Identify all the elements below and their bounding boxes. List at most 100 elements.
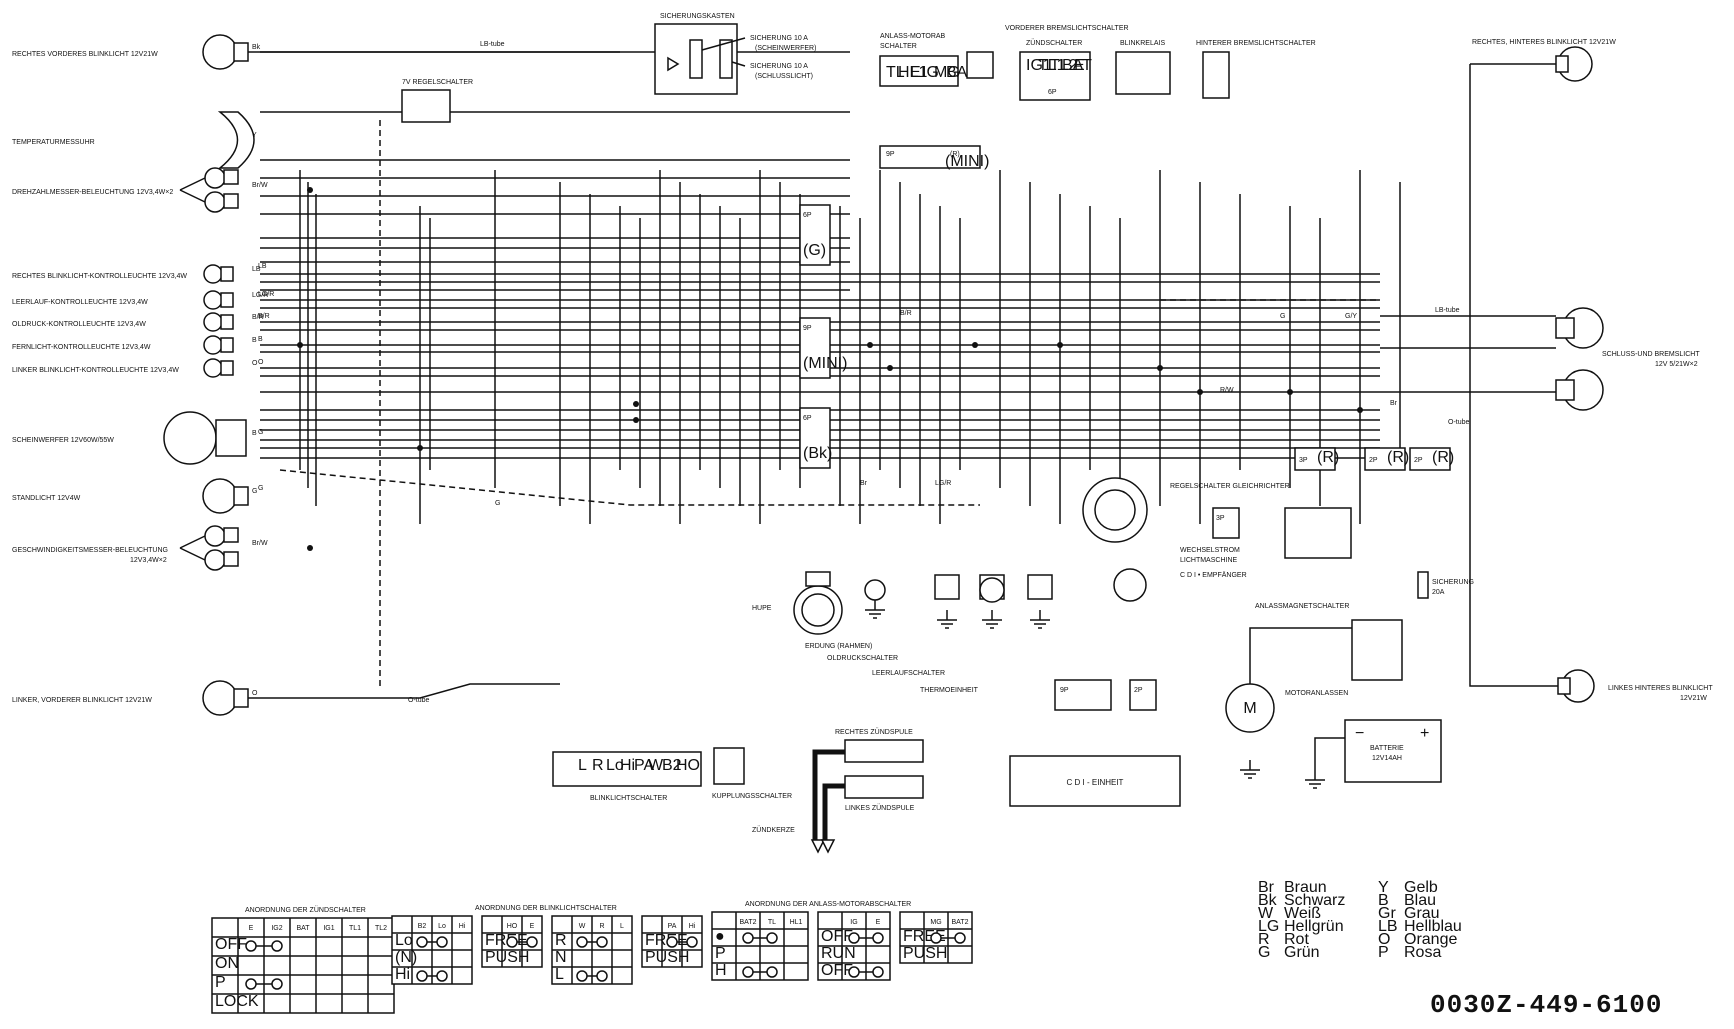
component-oldruck: OLDRUCK-KONTROLLEUCHTE 12V3,4WB/R [12, 312, 264, 332]
label: 3P [1299, 457, 1308, 464]
label: 9P [886, 151, 895, 158]
socket [220, 314, 234, 330]
socket [1555, 317, 1575, 339]
motor-letter: M [1243, 700, 1256, 717]
label: LEERLAUFSCHALTER [872, 670, 945, 677]
alternator-inner [1094, 489, 1136, 531]
label: OLDRUCKSCHALTER [827, 655, 898, 662]
label: C D I • EMPFÄNGER [1180, 571, 1247, 579]
label: ANLASS-MOTORAB [880, 33, 946, 40]
legend-name: Grau [1404, 905, 1440, 922]
wire-tag: Br [860, 480, 868, 487]
hv-lead [822, 783, 845, 840]
leader [179, 547, 206, 561]
lb-tube-label: LB-tube [1435, 307, 1460, 314]
lamp-standlicht [202, 478, 238, 514]
table-row-label: (N) [395, 949, 417, 966]
box [966, 51, 994, 79]
main-fuse [1417, 571, 1429, 599]
pin-label: Hi [620, 757, 635, 774]
wire-tag: R/W [1220, 387, 1234, 394]
table-col-label: Lo [438, 923, 446, 930]
label: SICHERUNG 10 A [750, 35, 808, 42]
label: (Bk) [803, 445, 832, 462]
cdi-label: C D I - EINHEIT [1067, 778, 1124, 787]
lamp-leerlauf [203, 290, 223, 310]
component-l-kontroll: LINKER BLINKLICHT-KONTROLLEUCHTE 12V3,4W… [12, 358, 258, 378]
battery-plus: + [1420, 725, 1429, 742]
ignition-coil-left [844, 775, 924, 799]
wire-tag: B [252, 430, 257, 437]
connector-0: 6P(G) [799, 204, 831, 266]
horn-inner [801, 593, 835, 627]
legend-code: Bk [1258, 892, 1278, 909]
table-col-label: HO [507, 923, 518, 930]
label: ZÜNDKERZE [752, 826, 795, 834]
table-row-label: P [715, 945, 726, 962]
wire-tag: LG/R [258, 291, 274, 298]
label: LINKES ZÜNDSPULE [845, 804, 915, 812]
table-col-label: IG [850, 919, 857, 926]
label: REGELSCHALTER GLEICHRICHTER [1170, 483, 1290, 490]
wire-tag: G [258, 485, 263, 492]
sensor-box [1027, 574, 1053, 600]
label: THERMOEINHEIT [920, 687, 979, 694]
label: SCHLUSS-UND BREMSLICHT [1602, 351, 1700, 358]
wire-tag: O [258, 359, 264, 366]
pin-label: L [578, 757, 587, 774]
legend-name: Gelb [1404, 879, 1438, 896]
junction-dot [307, 545, 313, 551]
table-col-label: TL1 [349, 925, 361, 932]
connector-right-0: 3P(R) [1294, 447, 1339, 471]
battery-cable [1249, 627, 1352, 684]
socket [220, 337, 234, 353]
socket [223, 527, 239, 543]
lamp-r-kontroll [203, 264, 223, 284]
legend-name: Orange [1404, 931, 1457, 948]
anlass-switch-box [879, 55, 959, 87]
junction-dot [972, 342, 978, 348]
blinkrelais: BLINKRELAIS [1115, 40, 1171, 95]
rear-lamps: RECHTES, HINTERES BLINKLICHT 12V21WSCHLU… [1472, 39, 1713, 703]
table-row-label: H [715, 962, 727, 979]
dashed-harness [279, 469, 980, 506]
pin-label: E [910, 64, 921, 81]
box [1364, 447, 1406, 471]
oldruckschalter: OLDRUCKSCHALTER [827, 574, 960, 662]
label: ZÜNDSCHALTER [1026, 39, 1082, 47]
fuse-schlusslicht [719, 39, 733, 79]
label: HUPE [752, 605, 772, 612]
table-col-label: B2 [418, 923, 427, 930]
component-label2-geschw: 12V3,4W×2 [130, 557, 167, 564]
wire-tag: Br [1390, 400, 1398, 407]
rectifier-box [1284, 507, 1352, 559]
legend-name: Braun [1284, 879, 1327, 896]
cdi-unit-box [1009, 755, 1181, 807]
table-col-label: IG1 [323, 925, 334, 932]
label: (SCHLUSSLICHT) [755, 73, 813, 80]
legend-name: Weiß [1284, 905, 1321, 922]
label: (SCHEINWERFER) [755, 45, 816, 52]
spark-plug-icon [810, 839, 826, 854]
battery-minus: − [1355, 725, 1364, 742]
hinterer-bremslichtschalter: HINTERER BREMSLICHTSCHALTER [1196, 40, 1316, 99]
connector-2: 6P(Bk) [799, 407, 832, 469]
ground-terminal [864, 579, 886, 601]
label: 12V14AH [1372, 755, 1402, 762]
component-label-temp: TEMPERATURMESSUHR [12, 139, 95, 146]
component-label-geschw: GESCHWINDIGKEITSMESSER-BELEUCHTUNG [12, 547, 168, 554]
pin-label: HL1 [898, 64, 927, 81]
junction-dot [1157, 365, 1163, 371]
legend-name: Grün [1284, 944, 1320, 961]
table-col-label: W [579, 923, 586, 930]
table-row-label: Lo [395, 932, 413, 949]
